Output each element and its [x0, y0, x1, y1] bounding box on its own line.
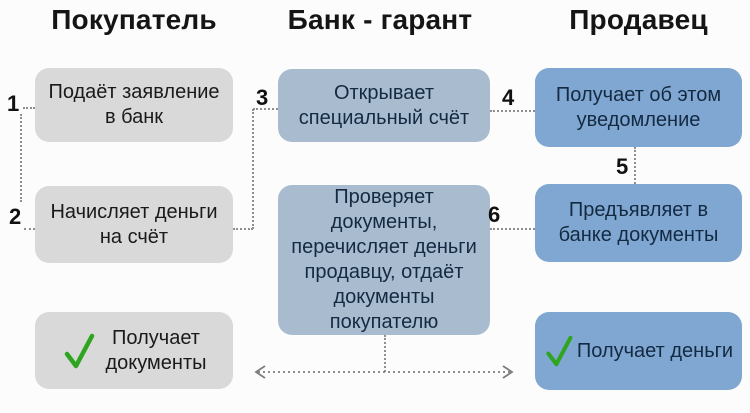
- connector-step3-to-step4: [490, 110, 535, 112]
- step-box-text: Проверяет документы, перечисляет деньги …: [291, 186, 477, 333]
- step-box-bank-process: Проверяет документы, перечисляет деньги …: [278, 185, 490, 335]
- result-box-buyer: Получает документы: [35, 312, 233, 389]
- step-number-1: 1: [7, 91, 20, 116]
- column-header-seller: Продавец: [569, 4, 708, 35]
- connector-bank-to-arrow: [384, 335, 386, 372]
- step-box-seller-present: Предъявляет в банке документы: [535, 184, 742, 262]
- step-number-6: 6: [488, 202, 501, 227]
- step-box-text: Подаёт заявление в банк: [48, 81, 220, 128]
- step-box-text: Начисляет деньги на счёт: [50, 200, 218, 248]
- step-number-5: 5: [616, 154, 629, 179]
- step-number-4: 4: [502, 85, 515, 110]
- result-box-seller: Получает деньги: [535, 312, 742, 390]
- connector-step1-stub: [23, 107, 35, 109]
- result-box-text: Получает деньги: [576, 339, 734, 362]
- check-icon: [546, 335, 573, 367]
- step-box-bank-open: Открывает специальный счёт: [278, 69, 490, 142]
- column-header-buyer: Покупатель: [51, 4, 217, 35]
- step-box-buyer-deposit: Начисляет деньги на счёт: [35, 186, 233, 263]
- connector-step2-to-step3-h2: [253, 108, 278, 110]
- double-arrow-icon: [254, 365, 514, 379]
- connector-step4-to-step5: [634, 147, 636, 184]
- step-number-3: 3: [256, 85, 269, 110]
- connector-step2-stub: [24, 228, 35, 230]
- step-box-text: Получает об этом уведомление: [555, 83, 722, 131]
- connector-step2-to-step3-h1: [233, 228, 253, 230]
- column-header-bank: Банк - гарант: [287, 4, 473, 35]
- step-number-2: 2: [9, 204, 22, 229]
- step-box-buyer-apply: Подаёт заявление в банк: [35, 68, 233, 142]
- connector-step2-to-step3-v: [252, 109, 254, 229]
- step-box-text: Предъявляет в банке документы: [558, 199, 719, 246]
- connector-bank-to-step6: [490, 228, 535, 230]
- result-box-text: Получает документы: [105, 326, 207, 374]
- step-box-text: Открывает специальный счёт: [298, 81, 470, 129]
- step-box-seller-notice: Получает об этом уведомление: [535, 68, 742, 147]
- connector-step1-to-step2: [20, 114, 22, 202]
- check-icon: [64, 333, 94, 368]
